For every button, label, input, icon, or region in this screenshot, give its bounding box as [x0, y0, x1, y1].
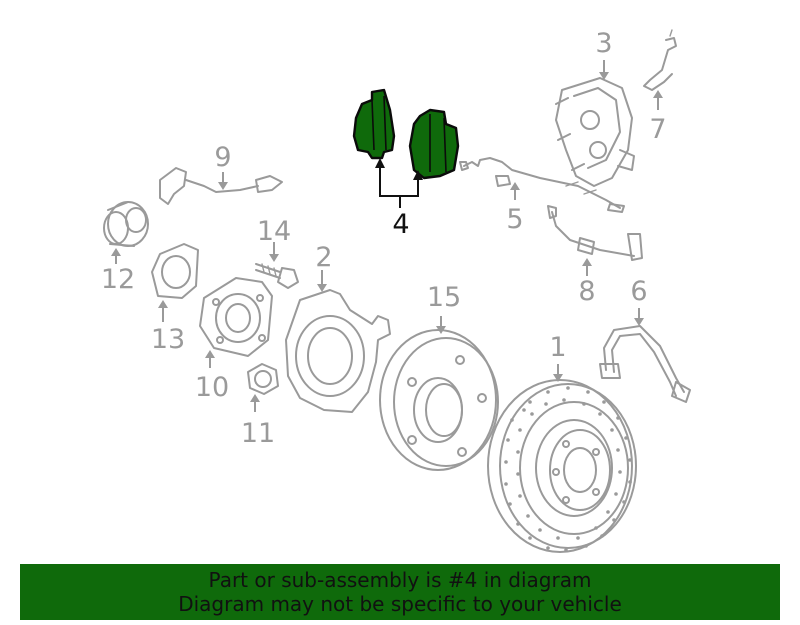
- rotor-drill-holes: [504, 386, 632, 552]
- callout-14: 14: [257, 216, 291, 247]
- part-brake-rotor[interactable]: [487, 379, 637, 553]
- part-brake-line[interactable]: [547, 205, 643, 261]
- info-banner: Part or sub-assembly is #4 in diagram Di…: [20, 564, 780, 620]
- callout-15: 15: [427, 282, 461, 313]
- part-wheel-hub[interactable]: [199, 277, 273, 357]
- callout-6: 6: [630, 276, 647, 307]
- part-caliper[interactable]: [555, 77, 635, 187]
- part-bolt[interactable]: [255, 263, 299, 289]
- banner-line-2: Diagram may not be specific to your vehi…: [178, 592, 622, 616]
- exploded-brake-diagram: 3 7 4 5 9 8: [101, 28, 691, 553]
- callout-11: 11: [241, 418, 275, 449]
- callout-5: 5: [506, 204, 523, 235]
- callout-1: 1: [549, 332, 566, 363]
- part-wear-sensor-upper[interactable]: [643, 29, 677, 91]
- part-wear-sensor[interactable]: [459, 157, 625, 213]
- callout-2: 2: [315, 242, 332, 273]
- part-brake-pads[interactable]: [352, 88, 460, 180]
- callout-3: 3: [595, 28, 612, 59]
- part-nut[interactable]: [247, 363, 279, 395]
- part-speed-sensor[interactable]: [159, 167, 283, 205]
- part-dust-shield[interactable]: [285, 289, 391, 413]
- callout-10: 10: [195, 372, 229, 403]
- callout-8: 8: [578, 276, 595, 307]
- part-dust-seal[interactable]: [151, 243, 199, 299]
- banner-line-1: Part or sub-assembly is #4 in diagram: [208, 568, 592, 592]
- part-brake-hose[interactable]: [599, 325, 691, 403]
- callout-4: 4: [392, 209, 409, 240]
- callout-9: 9: [214, 142, 231, 173]
- part-wheel-bearing[interactable]: [103, 201, 149, 247]
- callout-7: 7: [649, 114, 666, 145]
- callout-12: 12: [101, 264, 135, 295]
- part-rotor-hat[interactable]: [379, 329, 499, 471]
- callout-13: 13: [151, 324, 185, 355]
